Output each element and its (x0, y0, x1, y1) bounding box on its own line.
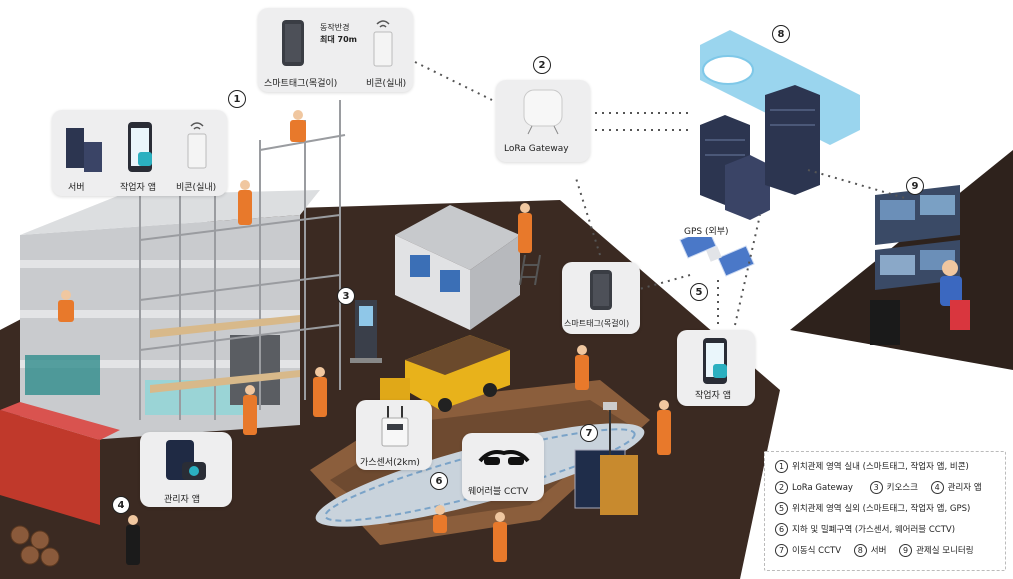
marker-6: 6 (430, 472, 448, 490)
legend-row-5: 5 위치관제 영역 실외 (스마트태그, 작업자 앱, GPS) (775, 502, 970, 515)
marker-1: 1 (228, 90, 246, 108)
pipe-stack (10, 525, 60, 567)
legend-text: 서버 (870, 546, 887, 556)
server-label: 서버 (68, 183, 85, 193)
smart-tag-icon (282, 20, 304, 66)
marker-7: 7 (580, 424, 598, 442)
beacon-label: 비콘(실내) (366, 79, 407, 89)
beacon-icon (373, 20, 393, 67)
legend-num: 9 (899, 544, 913, 557)
manager-app-label: 관리자 앱 (164, 495, 200, 505)
legend-text: 관리자 앱 (947, 483, 982, 493)
site-office-building (395, 205, 520, 330)
legend-text: 위치관제 영역 실내 (스마트태그, 작업자 앱, 비콘) (792, 462, 969, 472)
gas-sensor-card: 가스센서(2km) (356, 400, 432, 470)
legend-num: 2 (775, 481, 788, 494)
legend-text: 지하 및 밀폐구역 (가스센서, 웨어러블 CCTV) (792, 525, 956, 535)
legend-num: 5 (775, 502, 788, 515)
marker-3: 3 (337, 287, 355, 305)
marker-5: 5 (690, 283, 708, 301)
legend-box: 1 위치관제 영역 실내 (스마트태그, 작업자 앱, 비콘) 2 LoRa Gat… (764, 451, 1006, 571)
gas-sensor-label: 가스센서(2km) (360, 458, 420, 468)
lora-label: LoRa Gateway (504, 144, 569, 154)
wearable-cctv-label: 웨어러블 CCTV (468, 487, 529, 497)
marker-2: 2 (533, 56, 551, 74)
worker-app-label: 작업자 앱 (120, 183, 156, 193)
legend-num: 3 (869, 481, 883, 494)
kiosk (350, 300, 382, 363)
beacon-icon (187, 122, 207, 169)
smart-tag-beacon-card: 동작반경 최대 70m 스마트태그(목걸이) 비콘(실내) (258, 8, 413, 92)
legend-text: 키오스크 (886, 483, 918, 493)
outdoor-worker-app-card: 작업자 앱 (677, 330, 755, 406)
control-room-monitors (870, 185, 970, 345)
legend-row-1: 1 위치관제 영역 실내 (스마트태그, 작업자 앱, 비콘) (775, 460, 969, 473)
manager-device-icon (166, 440, 206, 480)
legend-row-6: 6 지하 및 밀폐구역 (가스센서, 웨어러블 CCTV) (775, 523, 955, 536)
manager-app-card: 관리자 앱 (140, 432, 232, 507)
cloud-server-cluster (700, 30, 860, 220)
ladder (519, 254, 541, 286)
phone-icon (703, 338, 727, 384)
smart-glasses-icon (478, 450, 530, 465)
range-line2: 최대 70m (320, 35, 357, 44)
legend-num: 1 (775, 460, 788, 473)
legend-text: 위치관제 영역 실외 (스마트태그, 작업자 앱, GPS) (792, 504, 971, 514)
range-line1: 동작반경 (320, 23, 350, 32)
smart-tag-icon (590, 270, 612, 310)
mobile-cctv-unit (574, 402, 638, 515)
marker-8: 8 (772, 25, 790, 43)
marker-4: 4 (112, 496, 130, 514)
gateway-device-icon (523, 89, 563, 135)
legend-text: LoRa Gateway (792, 483, 853, 493)
legend-text: 관제실 모니터링 (916, 546, 974, 556)
workers (58, 110, 671, 565)
phone-icon (128, 122, 152, 172)
legend-num: 6 (775, 523, 788, 536)
legend-num: 4 (930, 481, 944, 494)
connection-arrows (107, 61, 906, 328)
wearable-cctv-card: 웨어러블 CCTV (462, 433, 544, 501)
legend-text: 이동식 CCTV (792, 546, 842, 556)
shipping-container (0, 402, 120, 525)
smart-tag-label: 스마트태그(목걸이) (264, 79, 338, 89)
legend-num: 7 (775, 544, 788, 557)
legend-num: 8 (853, 544, 867, 557)
gas-sensor-icon (381, 406, 409, 447)
marker-9: 9 (906, 177, 924, 195)
beacon-label: 비콘(실내) (176, 183, 217, 193)
lora-gateway-card: LoRa Gateway (496, 80, 590, 162)
worker-app-label: 작업자 앱 (695, 391, 731, 401)
gps-label: GPS (외부) (682, 224, 731, 237)
indoor-zone-card: 서버 작업자 앱 비콘(실내) (52, 110, 227, 196)
smart-tag-label: 스마트태그(목걸이) (564, 319, 630, 328)
outdoor-smart-tag-card: 스마트태그(목걸이) (562, 262, 640, 334)
server-icon (66, 128, 102, 172)
